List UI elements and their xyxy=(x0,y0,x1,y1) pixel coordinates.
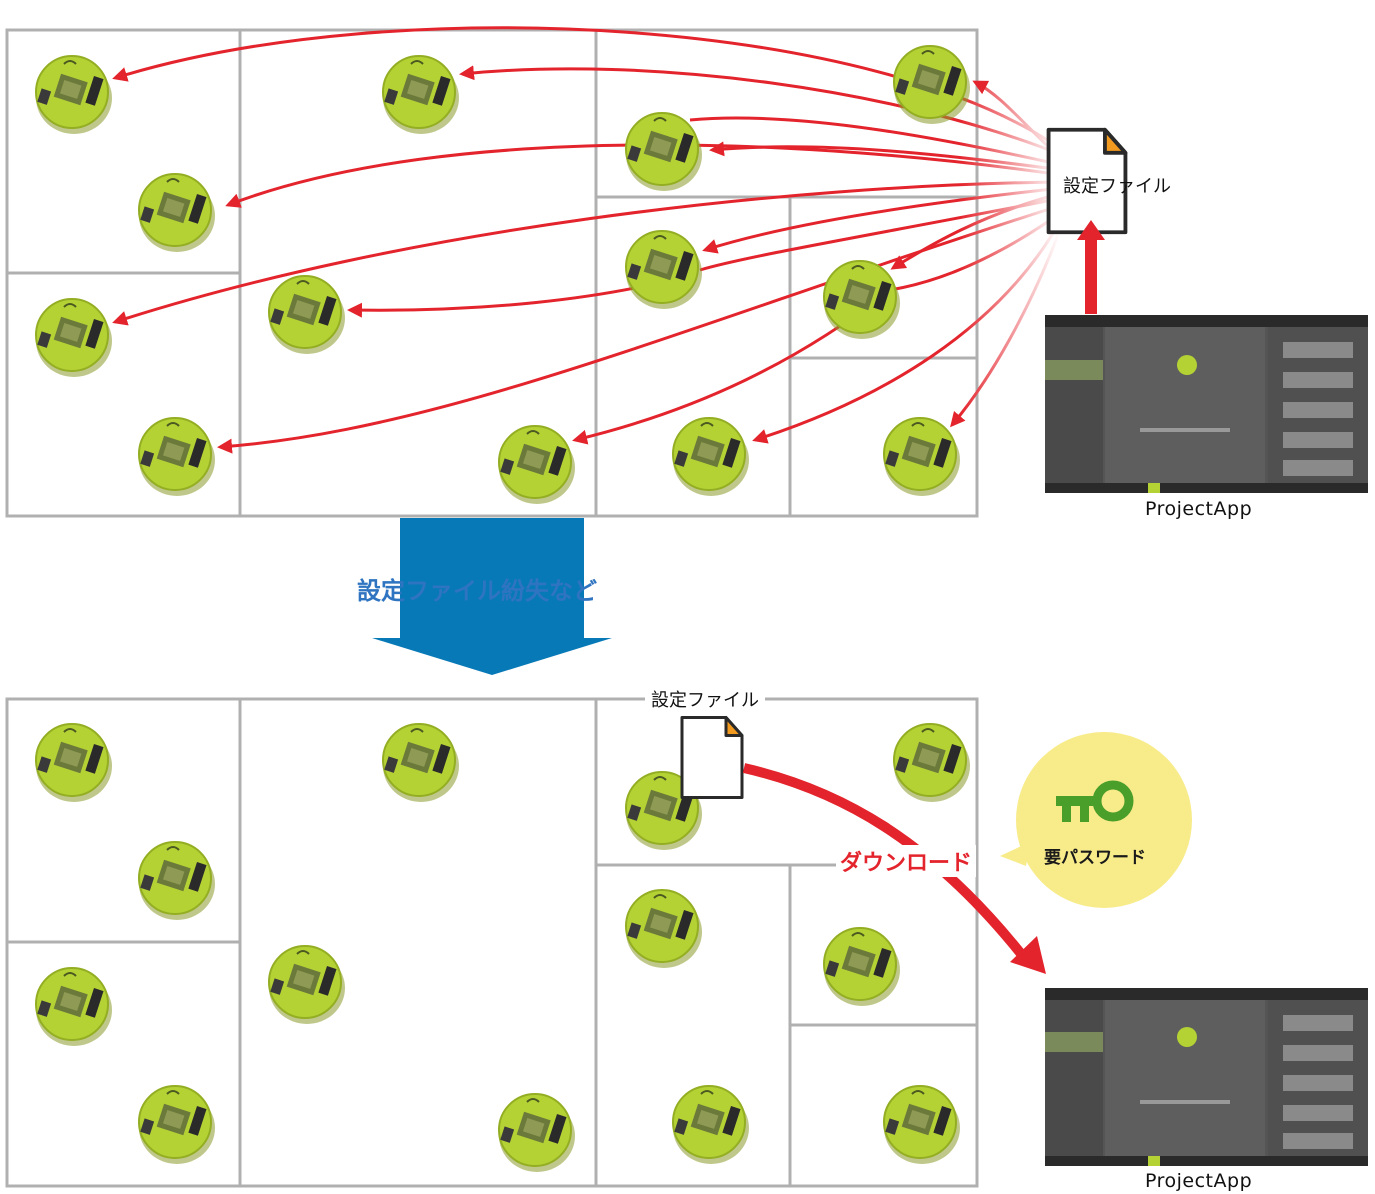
download-arrow xyxy=(742,763,1046,974)
key-icon xyxy=(1056,780,1134,822)
sensor-device-icon xyxy=(268,945,346,1024)
password-required-label: 要パスワード xyxy=(1044,848,1146,868)
sensor-device-icon xyxy=(498,425,576,504)
sensor-device-icon xyxy=(625,889,703,968)
transition-label: 設定ファイル紛失など xyxy=(357,577,597,605)
sensor-device-icon xyxy=(138,173,216,252)
sensor-device-icon xyxy=(35,967,113,1046)
sensor-device-icon xyxy=(893,723,971,802)
sensor-device-icon xyxy=(138,841,216,920)
bottom-floor-plan xyxy=(5,697,979,1188)
sensor-device-icon xyxy=(382,723,460,802)
projectapp-label-bottom: ProjectApp xyxy=(1145,1170,1253,1192)
settings-file-label-top: 設定ファイル xyxy=(1063,176,1171,197)
projectapp-screenshot-bottom xyxy=(1045,988,1368,1166)
sensor-device-icon xyxy=(893,45,971,124)
sensor-device-icon xyxy=(382,55,460,134)
projectapp-screenshot-top xyxy=(1045,315,1368,493)
sensor-device-icon xyxy=(883,1085,961,1164)
sensor-device-icon xyxy=(672,1085,750,1164)
sensor-device-icon xyxy=(823,927,901,1006)
sensor-device-icon xyxy=(883,417,961,496)
top-devices xyxy=(35,45,971,504)
password-bubble xyxy=(1000,732,1192,908)
bottom-devices xyxy=(35,723,971,1172)
sensor-device-icon xyxy=(498,1093,576,1172)
transition-arrow xyxy=(372,518,612,675)
sensor-device-icon xyxy=(823,260,901,339)
download-label: ダウンロード xyxy=(836,845,977,877)
sensor-device-icon xyxy=(625,112,703,191)
sensor-device-icon xyxy=(625,230,703,309)
document-icon xyxy=(680,715,744,800)
sensor-device-icon xyxy=(35,298,113,377)
projectapp-label-top: ProjectApp xyxy=(1145,498,1253,520)
sensor-device-icon xyxy=(35,723,113,802)
sensor-device-icon xyxy=(35,55,113,134)
sensor-device-icon xyxy=(268,275,346,354)
sensor-device-icon xyxy=(138,417,216,496)
sensor-device-icon xyxy=(672,417,750,496)
sensor-device-icon xyxy=(138,1085,216,1164)
upload-arrow xyxy=(1077,220,1105,314)
settings-file-label-bottom: 設定ファイル xyxy=(645,686,765,712)
